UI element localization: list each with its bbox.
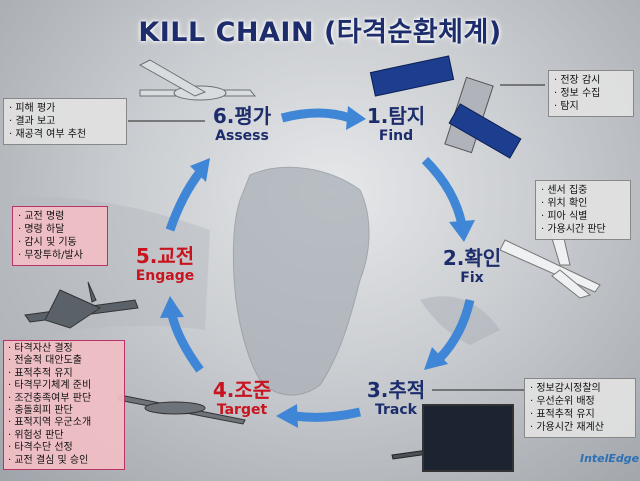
stage-4-title: 4.조준 — [212, 378, 272, 402]
stage-4-box: 타격자산 결정 전술적 대안도출 표적추적 유지 타격무기체계 준비 조건충족여… — [3, 340, 125, 471]
fighter-jet — [24, 281, 139, 329]
stage-3-title: 3.추적 — [366, 378, 426, 402]
list-item: 피아 식별 — [541, 210, 625, 223]
stage-2-box: 센서 집중 위치 확인 피아 식별 가용시간 판단 — [535, 180, 631, 240]
stage-1-english: Find — [378, 128, 414, 144]
stage-6-label: 6.평가 Assess — [200, 104, 284, 144]
list-item: 조건충족여부 판단 — [8, 393, 120, 405]
list-item: 표적추적 유지 — [530, 408, 630, 421]
list-item: 충돌회피 판단 — [8, 405, 120, 417]
stage-4-label: 4.조준 Target — [196, 378, 288, 418]
list-item: 표적지역 우군소개 — [8, 417, 120, 429]
list-item: 타격무기체계 준비 — [8, 380, 120, 392]
list-item: 정보 수집 — [554, 87, 628, 100]
stage-1-label: 1.탐지 Find — [356, 104, 436, 144]
arrow-1-to-2 — [421, 156, 467, 226]
page-title: KILL CHAIN (타격순환체계) — [138, 17, 502, 48]
stage-2-title: 2.확인 — [442, 246, 502, 270]
stage-5-box: 교전 명령 명령 하달 감시 및 기동 무장투하/발사 — [12, 206, 108, 266]
list-item: 위치 확인 — [541, 197, 625, 210]
list-item: 타격수단 선정 — [8, 442, 120, 454]
list-item: 탐지 — [554, 100, 628, 113]
stage-2-english: Fix — [460, 270, 484, 286]
list-item: 재공격 여부 추천 — [9, 128, 121, 141]
intel-edge-logo: IntelEdge — [580, 452, 640, 465]
stage-3-label: 3.추적 Track — [356, 378, 436, 418]
list-item: 가용시간 재계산 — [530, 421, 630, 434]
list-item: 감시 및 기동 — [18, 236, 102, 249]
stage-6-box: 피해 평가 결과 보고 재공격 여부 추천 — [3, 98, 127, 145]
stage-1-box: 전장 감시 정보 수집 탐지 — [548, 70, 634, 117]
list-item: 무장투하/발사 — [18, 249, 102, 262]
stage-2-label: 2.확인 Fix — [430, 246, 514, 286]
arrow-4-to-5 — [167, 313, 204, 373]
stage-6-title: 6.평가 — [212, 104, 272, 128]
arrow-3-to-4-head — [276, 404, 298, 428]
list-item: 명령 하달 — [18, 223, 102, 236]
list-item: 결과 보고 — [9, 115, 121, 128]
stage-4-english: Target — [216, 402, 268, 418]
list-item: 센서 집중 — [541, 184, 625, 197]
list-item: 정보감시정찰의 — [530, 382, 630, 395]
satellite — [369, 55, 522, 159]
stage-5-label: 5.교전 Engage — [120, 244, 210, 284]
list-item: 교전 명령 — [18, 210, 102, 223]
list-item: 피해 평가 — [9, 102, 121, 115]
list-item: 전술적 대안도출 — [8, 355, 120, 367]
arrow-5-to-6 — [165, 169, 204, 232]
arrow-1-to-2-head — [449, 220, 475, 242]
stage-3-english: Track — [375, 402, 417, 418]
arrow-6-to-1 — [280, 108, 352, 123]
arrow-2-to-3 — [436, 298, 475, 362]
track-screen-image — [422, 404, 514, 472]
arrow-3-to-4 — [294, 407, 362, 422]
arrow-6-to-1-head — [346, 106, 366, 130]
list-item: 교전 결심 및 승인 — [8, 455, 120, 467]
arrow-4-to-5-head — [160, 296, 184, 318]
cycle-arrows — [160, 106, 475, 428]
arrow-2-to-3-head — [424, 347, 448, 370]
stage-5-english: Engage — [135, 268, 195, 284]
stage-5-title: 5.교전 — [135, 244, 195, 268]
list-item: 가용시간 판단 — [541, 223, 625, 236]
list-item: 타격자산 결정 — [8, 343, 120, 355]
peninsula-shape — [232, 166, 370, 396]
list-item: 표적추적 유지 — [8, 368, 120, 380]
stage-1-title: 1.탐지 — [366, 104, 426, 128]
list-item: 전장 감시 — [554, 74, 628, 87]
list-item: 우선순위 배정 — [530, 395, 630, 408]
stage-3-box: 정보감시정찰의 우선순위 배정 표적추적 유지 가용시간 재계산 — [524, 378, 636, 438]
arrow-5-to-6-head — [190, 158, 210, 182]
global-hawk-drone — [138, 59, 257, 101]
list-item: 위험성 판단 — [8, 430, 120, 442]
stage-6-english: Assess — [215, 128, 269, 144]
